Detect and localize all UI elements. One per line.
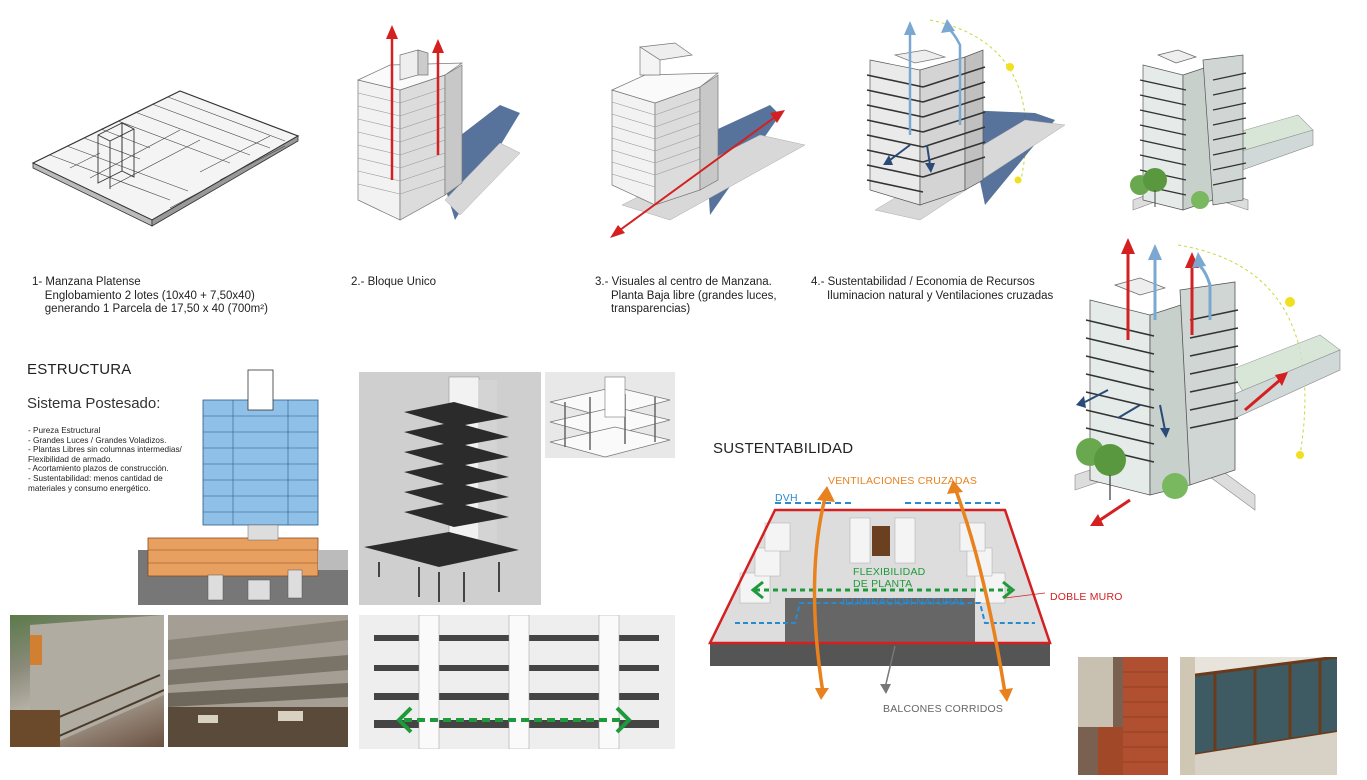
building-large-right-diagram bbox=[1074, 238, 1341, 526]
bullet-item: - Sustentabilidad: menos cantidad de bbox=[28, 473, 163, 483]
step-3-caption: 3.- Visuales al centro de Manzana. Plant… bbox=[595, 276, 777, 315]
continuous-balcony-photo bbox=[1180, 657, 1337, 775]
sun-icon bbox=[1006, 63, 1014, 71]
manzana-plan-diagram bbox=[31, 90, 300, 227]
sun-icon bbox=[1285, 297, 1295, 307]
bullet-item: Flexibilidad de armado. bbox=[28, 454, 113, 464]
label-flexibilidad-2: DE PLANTA bbox=[853, 578, 913, 590]
structure-3d-render bbox=[359, 372, 541, 605]
bullet-item: materiales y consumo energético. bbox=[28, 483, 151, 493]
label-dvh: DVH bbox=[775, 492, 798, 504]
bullet-item: - Pureza Estructural bbox=[28, 426, 101, 435]
construction-photo-2 bbox=[168, 615, 348, 747]
label-balcones: BALCONES CORRIDOS bbox=[883, 703, 1004, 715]
building-top-right-diagram bbox=[1130, 49, 1314, 211]
construction-photo-1 bbox=[10, 615, 164, 747]
structure-white-model bbox=[545, 372, 675, 458]
sustentabilidad-title: SUSTENTABILIDAD bbox=[713, 440, 854, 457]
double-wall-photo bbox=[1078, 657, 1168, 775]
label-doble-muro: DOBLE MURO bbox=[1050, 591, 1123, 603]
bullet-item: - Acortamiento plazos de construcción. bbox=[28, 464, 169, 474]
bullet-item: - Plantas Libres sin columnas intermedia… bbox=[28, 445, 182, 455]
bullet-item: - Grandes Luces / Grandes Voladizos. bbox=[28, 435, 167, 445]
estructura-bullets: - Pureza Estructural - Grandes Luces / G… bbox=[28, 426, 182, 493]
label-iluminacion: ILUMINACION NATURAL bbox=[842, 596, 966, 608]
label-ventilaciones: VENTILACIONES CRUZADAS bbox=[828, 475, 978, 487]
bloque-unico-diagram bbox=[356, 25, 521, 221]
step-2-caption: 2.- Bloque Unico bbox=[351, 276, 437, 288]
estructura-subtitle: Sistema Postesado: bbox=[27, 395, 161, 412]
sustentabilidad-plan-diagram bbox=[707, 480, 1052, 702]
structure-section-drawing bbox=[138, 369, 348, 605]
estructura-title: ESTRUCTURA bbox=[27, 361, 132, 378]
step-4-caption: 4.- Sustentabilidad / Economia de Recurs… bbox=[811, 276, 1054, 302]
label-flexibilidad-1: FLEXIBILIDAD bbox=[853, 566, 926, 578]
flexible-floor-render bbox=[359, 615, 675, 749]
visuales-diagram bbox=[610, 42, 806, 238]
sustentabilidad-diagram bbox=[866, 19, 1066, 221]
step-1-caption: 1- Manzana Platense Englobamiento 2 lote… bbox=[32, 276, 268, 315]
